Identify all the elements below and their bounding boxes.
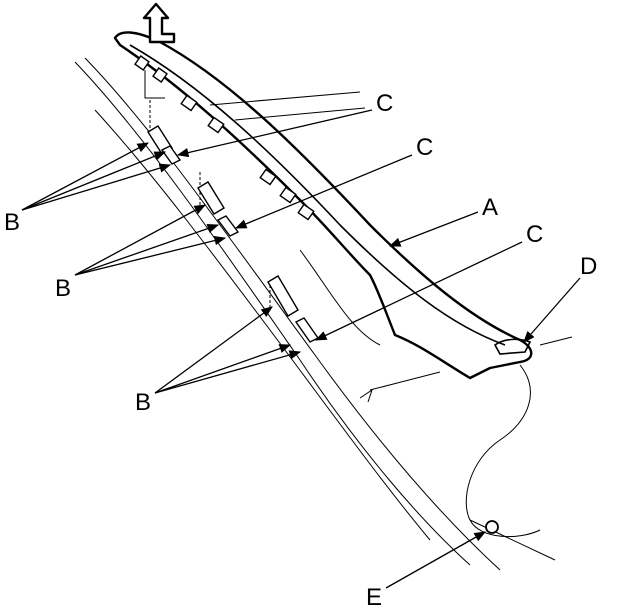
leader-e <box>385 531 487 589</box>
leader-lines <box>21 109 581 589</box>
leader-b2-2 <box>74 224 220 276</box>
leader-b2-3 <box>74 235 227 276</box>
leader-a <box>388 211 479 247</box>
callout-b-1: B <box>4 209 20 236</box>
removal-direction-arrow-icon <box>142 2 176 44</box>
molding-a <box>113 31 533 380</box>
body-fasteners <box>147 125 320 343</box>
callout-b-2: B <box>55 275 71 302</box>
leader-c-2 <box>234 154 413 229</box>
callout-c-2: C <box>416 134 433 161</box>
leader-c-3 <box>314 241 523 341</box>
callouts: A C C C D E B B B <box>4 90 597 611</box>
leader-b1-1 <box>21 142 150 211</box>
leader-b3-2 <box>154 344 292 394</box>
callout-d: D <box>580 253 597 280</box>
leader-b3-1 <box>154 306 273 394</box>
leader-b1-2 <box>21 151 167 211</box>
callout-b-3: B <box>135 389 151 416</box>
leader-c-1 <box>176 109 373 158</box>
molding-clips <box>134 55 315 221</box>
leader-b1-3 <box>21 163 172 211</box>
callout-c-1: C <box>376 90 393 117</box>
callout-c-3: C <box>526 221 543 248</box>
leader-b2-1 <box>74 204 207 276</box>
leader-b3-3 <box>154 350 302 394</box>
callout-a: A <box>482 194 498 221</box>
leader-d <box>523 277 581 343</box>
callout-e: E <box>366 584 382 611</box>
grommet-e <box>485 520 499 534</box>
